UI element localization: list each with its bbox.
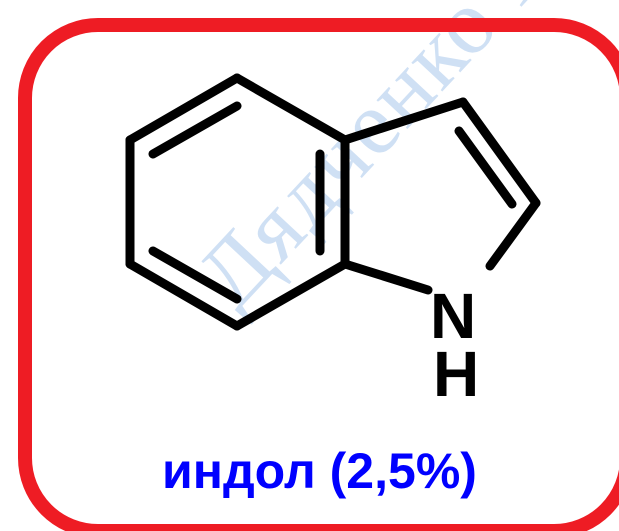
bond-c2-n1 [485, 198, 541, 271]
bond-c7-c7a [232, 259, 350, 331]
red-rounded-frame [18, 18, 619, 531]
bond-n1-c7a [340, 259, 433, 295]
bond-c6-c7 [125, 259, 242, 331]
hydrogen-atom-label: H [433, 338, 480, 410]
bond-c4-c5 [125, 73, 242, 145]
bond-c3-c2 [458, 97, 541, 208]
nitrogen-atom-label: N [430, 280, 477, 352]
molecule-percent: (2,5%) [329, 443, 477, 499]
double-bond-c6-c7-inner [148, 246, 242, 304]
double-bond-c4-c5-inner [148, 101, 242, 159]
caption: индол (2,5%) [162, 446, 477, 496]
double-bond-c3-c2-inner [454, 126, 517, 209]
bond-c3a-c4 [232, 73, 350, 145]
molecule-name: индол [162, 443, 316, 499]
bond-c3a-c3 [340, 97, 468, 145]
